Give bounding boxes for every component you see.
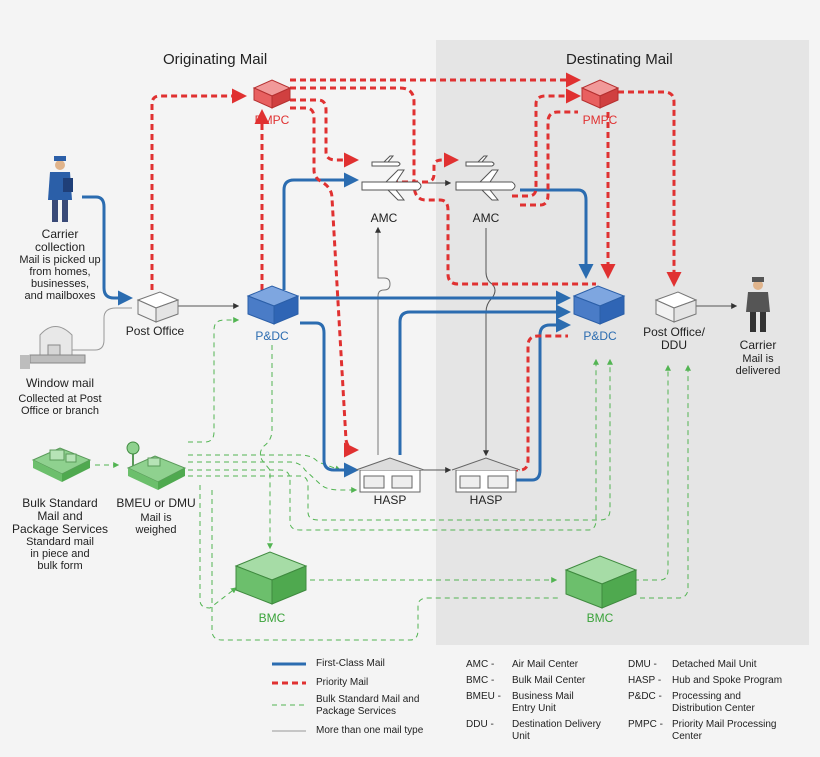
- post-office-label: Post Office: [125, 324, 185, 338]
- hasp-dest-icon: [451, 457, 521, 493]
- abbr-pdc: P&DC -: [628, 691, 662, 702]
- amc-orig-plane-icon: [361, 155, 422, 201]
- hasp-orig-icon: [355, 457, 425, 493]
- window-mail-desc: Collected at Post Office or branch: [18, 393, 102, 417]
- abbr-dmu-meaning: Detached Mail Unit: [672, 659, 757, 670]
- destinating-region: [436, 40, 809, 645]
- destinating-title: Destinating Mail: [566, 51, 673, 68]
- carrier-collection-title: Carrier collection: [34, 227, 86, 254]
- pmpc-orig-icon: [252, 79, 292, 109]
- window-mail-icon: [20, 326, 86, 369]
- legend-multi: More than one mail type: [316, 725, 424, 736]
- legend-bulk: Bulk Standard Mail and Package Services: [316, 694, 420, 717]
- pmpc-dest-label: PMPC: [582, 113, 618, 127]
- abbr-pmpc: PMPC -: [628, 719, 663, 730]
- hasp-orig-label: HASP: [373, 493, 407, 507]
- legend-priority: Priority Mail: [316, 677, 369, 688]
- abbr-amc: AMC -: [466, 659, 495, 670]
- pmpc-orig-label: PMPC: [254, 113, 290, 127]
- abbr-hasp: HASP -: [628, 675, 662, 686]
- abbr-ddu-meaning: Destination Delivery Unit: [512, 719, 601, 742]
- abbr-bmc-meaning: Bulk Mail Center: [512, 675, 586, 686]
- abbr-bmeu: BMEU -: [466, 691, 501, 702]
- carrier-collection-desc: Mail is picked up from homes, businesses…: [19, 254, 101, 302]
- amc-orig-label: AMC: [370, 211, 398, 225]
- bulk-title: Bulk Standard Mail and Package Services: [11, 496, 109, 536]
- abbr-bmeu-meaning: Business Mail Entry Unit: [512, 691, 574, 714]
- bulk-mail-icon: [31, 447, 92, 482]
- post-office-ddu-icon: [654, 291, 698, 323]
- scale-icon: [126, 441, 187, 490]
- pdc-orig-label: P&DC: [255, 329, 289, 343]
- pdc-orig-icon: [246, 285, 300, 325]
- bmc-dest-label: BMC: [586, 611, 614, 625]
- carrier-delivery-title: Carrier: [739, 338, 777, 352]
- amc-dest-label: AMC: [472, 211, 500, 225]
- window-mail-title: Window mail: [25, 376, 94, 390]
- abbr-hasp-meaning: Hub and Spoke Program: [672, 675, 783, 686]
- abbr-dmu: DMU -: [628, 659, 657, 670]
- bmeu-desc: Mail is weighed: [135, 512, 177, 536]
- carrier-collection-icon: [48, 156, 73, 222]
- pdc-dest-label: P&DC: [583, 329, 617, 343]
- amc-dest-plane-icon: [455, 155, 516, 201]
- bmc-dest-icon: [564, 555, 638, 609]
- bmc-orig-icon: [234, 551, 308, 605]
- hasp-dest-label: HASP: [469, 493, 503, 507]
- abbr-amc-meaning: Air Mail Center: [512, 659, 579, 670]
- carrier-delivery-icon: [746, 277, 770, 332]
- post-office-ddu-label: Post Office/ DDU: [643, 325, 705, 352]
- legend-swatches: [272, 662, 306, 732]
- abbr-bmc: BMC -: [466, 675, 495, 686]
- pmpc-dest-icon: [580, 79, 620, 109]
- legend-first-class: First-Class Mail: [316, 658, 385, 669]
- post-office-icon: [136, 291, 180, 323]
- carrier-delivery-desc: Mail is delivered: [735, 353, 781, 377]
- bmc-orig-label: BMC: [258, 611, 286, 625]
- bmeu-title: BMEU or DMU: [116, 496, 196, 510]
- pdc-dest-icon: [572, 285, 626, 325]
- abbr-pdc-meaning: Processing and Distribution Center: [672, 691, 755, 714]
- abbr-ddu: DDU -: [466, 719, 494, 730]
- abbr-pmpc-meaning: Priority Mail Processing Center: [672, 719, 777, 742]
- bulk-desc: Standard mail in piece and bulk form: [26, 536, 94, 572]
- originating-title: Originating Mail: [163, 51, 268, 68]
